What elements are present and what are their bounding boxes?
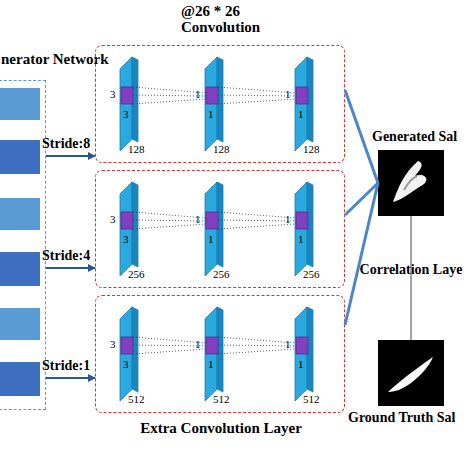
channel-count: 512 <box>303 393 320 405</box>
channel-count: 512 <box>128 393 145 405</box>
connector <box>46 155 95 157</box>
generator-blocks <box>0 88 40 396</box>
edge-label: Stride:8 <box>42 136 90 152</box>
conv-group: 335121151211512Extra Convolution Layer <box>95 295 345 413</box>
kernel-size: 1 <box>298 108 304 120</box>
conv-group: @26 * 26 Convolution331281112811128 <box>95 45 345 163</box>
map-caption: Ground Truth Sal <box>348 410 455 426</box>
saliency-maps <box>378 150 444 406</box>
connector <box>46 377 95 379</box>
connector <box>345 90 378 183</box>
channel-count: 256 <box>128 268 145 280</box>
channel-count: 256 <box>303 268 320 280</box>
channel-count: 256 <box>213 268 230 280</box>
channel-count: 128 <box>303 143 320 155</box>
channel-count: 128 <box>128 143 145 155</box>
kernel-size: 1 <box>298 233 304 245</box>
kernel-size: 1 <box>285 213 291 225</box>
kernel-size: 1 <box>285 338 291 350</box>
connector <box>410 216 411 340</box>
kernel-size: 3 <box>123 108 129 120</box>
edge-label: Stride:4 <box>42 248 90 264</box>
kernel-size: 1 <box>208 233 214 245</box>
connector <box>345 183 378 325</box>
kernel-size: 3 <box>110 338 116 350</box>
map-caption: Generated Sal <box>372 129 457 145</box>
conv-group: 332561125611256 <box>95 170 345 288</box>
kernel-size: 3 <box>110 213 116 225</box>
group-heading: @26 * 26 Convolution <box>181 3 276 35</box>
connector <box>345 183 378 215</box>
kernel-size: 1 <box>195 338 201 350</box>
saliency-map: Generated Sal <box>378 150 444 216</box>
kernel-size: 3 <box>110 88 116 100</box>
connector <box>46 267 95 269</box>
kernel-size: 1 <box>195 213 201 225</box>
kernel-size: 1 <box>208 108 214 120</box>
kernel-size: 3 <box>123 358 129 370</box>
channel-count: 128 <box>213 143 230 155</box>
kernel-size: 1 <box>285 88 291 100</box>
conv-slabs <box>120 57 313 401</box>
kernel-size: 1 <box>208 358 214 370</box>
edge-label: Correlation Laye <box>358 262 465 278</box>
edge-label: Stride:1 <box>42 358 90 374</box>
kernel-size: 3 <box>123 233 129 245</box>
group-heading: nerator Network <box>1 51 171 67</box>
kernel-size: 1 <box>298 358 304 370</box>
group-heading: Extra Convolution Layer <box>96 420 346 436</box>
saliency-map: Ground Truth Sal <box>378 340 444 406</box>
kernel-size: 1 <box>195 88 201 100</box>
generator-group: nerator Network <box>0 80 46 410</box>
channel-count: 512 <box>213 393 230 405</box>
